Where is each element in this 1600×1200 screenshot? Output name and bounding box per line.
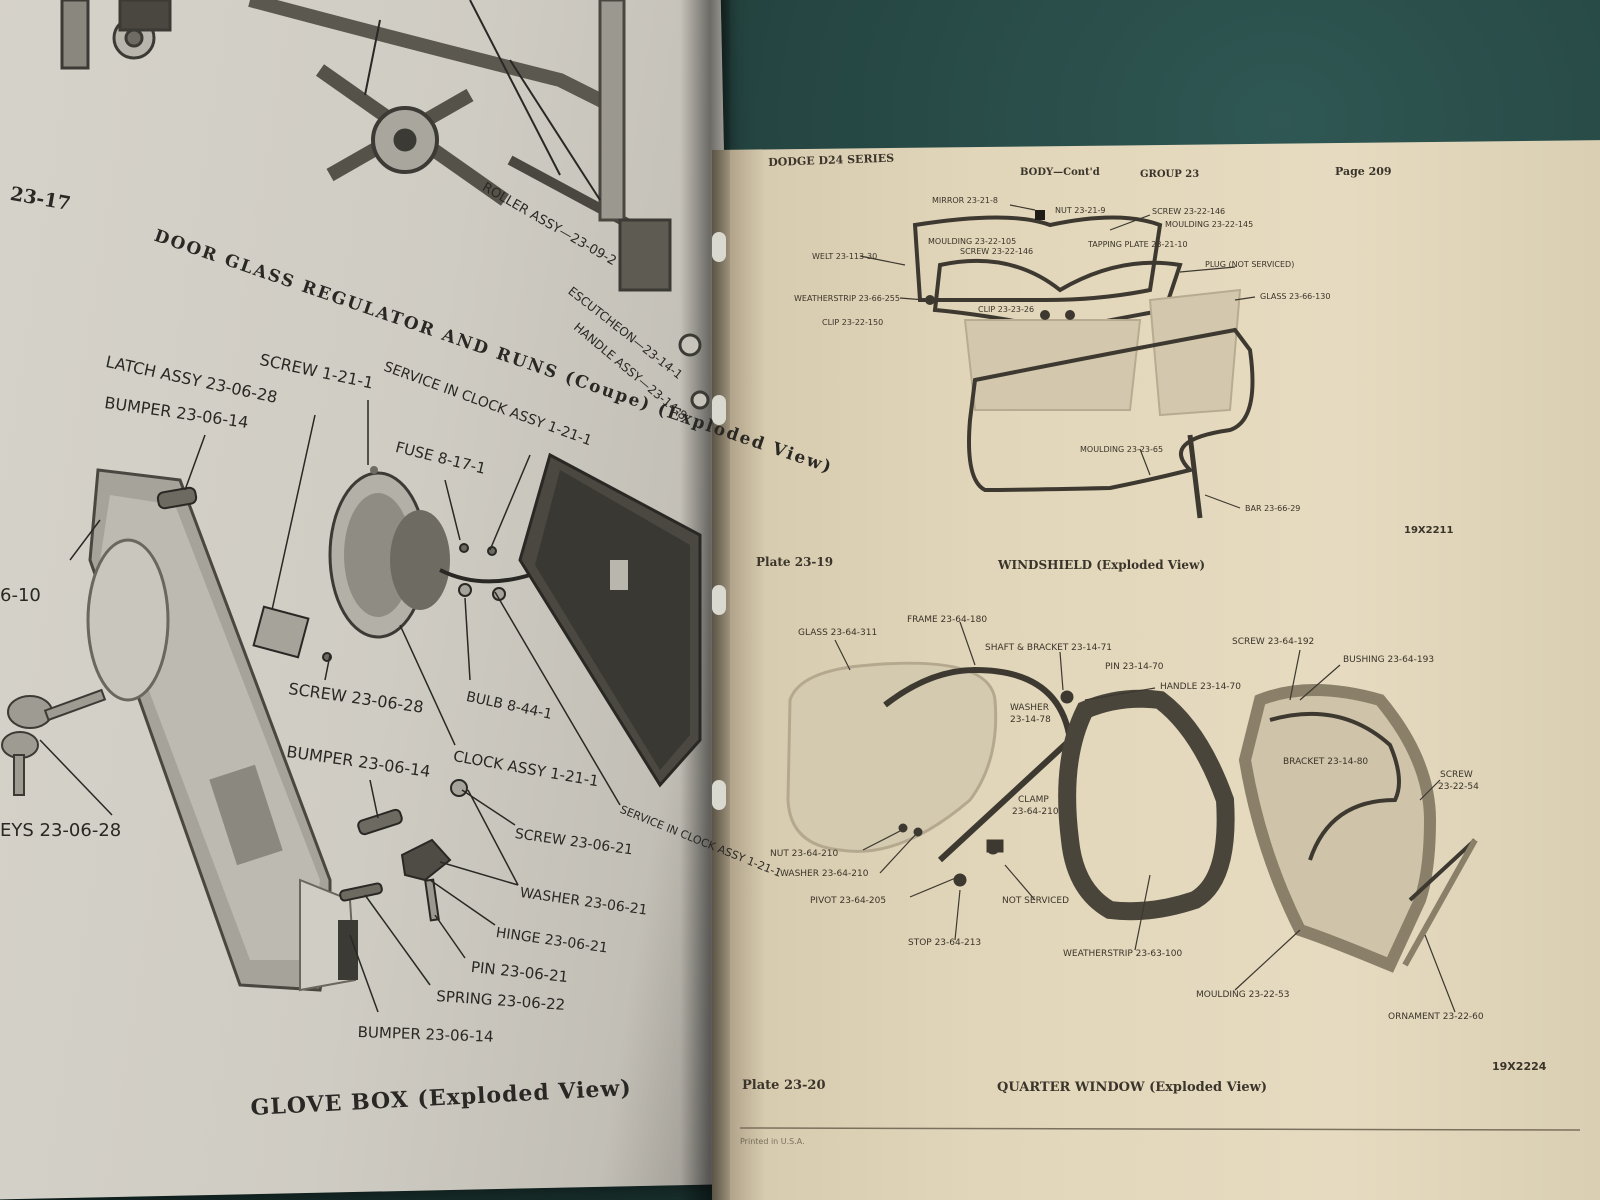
ws-mirror: MIRROR 23-21-8 bbox=[932, 196, 998, 205]
regulator-parts bbox=[60, 0, 710, 410]
ws-moulding-tr: MOULDING 23-22-145 bbox=[1165, 220, 1254, 229]
windshield-parts bbox=[912, 210, 1255, 519]
ws-welt: WELT 23-113-30 bbox=[812, 252, 878, 261]
binder-ring bbox=[712, 585, 726, 615]
ws-moulding-left: MOULDING 23-22-105 bbox=[928, 237, 1017, 246]
plate-1-label: Plate 23-19 bbox=[756, 555, 834, 569]
clock-assembly bbox=[328, 466, 531, 639]
ws-nut: NUT 23-21-9 bbox=[1055, 206, 1106, 215]
ws-clip-left: CLIP 23-22-150 bbox=[822, 318, 884, 327]
binder-ring bbox=[712, 395, 726, 425]
qw-clamp-a: CLAMP bbox=[1018, 795, 1049, 805]
small-parts bbox=[156, 486, 506, 922]
plate-2-label: Plate 23-20 bbox=[742, 1078, 826, 1093]
qw-glass: GLASS 23-64-311 bbox=[798, 628, 878, 638]
qw-frame: FRAME 23-64-180 bbox=[907, 615, 988, 625]
qw-washer-a: WASHER bbox=[1010, 703, 1049, 713]
qw-bracket: BRACKET 23-14-80 bbox=[1283, 757, 1369, 767]
header-section: BODY—Cont'd bbox=[1020, 167, 1100, 178]
qw-shaft: SHAFT & BRACKET 23-14-71 bbox=[985, 643, 1113, 653]
ws-glass: GLASS 23-66-130 bbox=[1260, 292, 1331, 301]
binder-ring bbox=[712, 232, 726, 262]
ws-moulding-bottom: MOULDING 23-23-65 bbox=[1080, 445, 1164, 454]
callout-keys: EYS 23-06-28 bbox=[0, 820, 122, 841]
binder-ring bbox=[712, 780, 726, 810]
qw-not-serviced: NOT SERVICED bbox=[1002, 896, 1070, 906]
qw-pin: PIN 23-14-70 bbox=[1105, 662, 1164, 672]
ws-clip-center: CLIP 23-23-26 bbox=[978, 305, 1035, 314]
plate-2-code: 19X2224 bbox=[1492, 1060, 1547, 1073]
ws-plug: PLUG (NOT SERVICED) bbox=[1205, 260, 1295, 269]
ws-screw: SCREW 23-22-146 bbox=[1152, 207, 1226, 216]
qw-screw-right-b: 23-22-54 bbox=[1438, 782, 1479, 792]
plate-1-title: WINDSHIELD (Exploded View) bbox=[998, 558, 1206, 572]
ws-weatherstrip: WEATHERSTRIP 23-66-255 bbox=[794, 294, 900, 303]
qw-nut: NUT 23-64-210 bbox=[770, 849, 839, 859]
qw-weatherstrip: WEATHERSTRIP 23-63-100 bbox=[1063, 949, 1183, 959]
plate-2-title: QUARTER WINDOW (Exploded View) bbox=[997, 1080, 1268, 1095]
ws-tapping-plate: TAPPING PLATE 23-21-10 bbox=[1088, 240, 1188, 249]
qw-handle: HANDLE 23-14-70 bbox=[1160, 682, 1241, 692]
qw-washer-b: 23-14-78 bbox=[1010, 715, 1051, 725]
glove-box-door bbox=[86, 468, 358, 992]
qw-washer-low: WASHER 23-64-210 bbox=[780, 869, 869, 879]
qw-pivot: PIVOT 23-64-205 bbox=[810, 896, 887, 906]
plate-1-code: 19X2211 bbox=[1404, 525, 1454, 536]
qw-clamp-b: 23-64-210 bbox=[1012, 807, 1059, 817]
glove-box-tray bbox=[518, 452, 702, 788]
qw-moulding: MOULDING 23-22-53 bbox=[1196, 990, 1290, 1000]
qw-screw-right-a: SCREW bbox=[1440, 770, 1473, 780]
qw-ornament: ORNAMENT 23-22-60 bbox=[1388, 1012, 1484, 1022]
qw-screw-top: SCREW 23-64-192 bbox=[1232, 637, 1315, 647]
right-leader-lines bbox=[834, 204, 1456, 1013]
qw-stop: STOP 23-64-213 bbox=[908, 938, 982, 948]
keys-illustration bbox=[1, 688, 107, 796]
ws-bar: BAR 23-66-29 bbox=[1245, 504, 1301, 513]
ws-screw-left: SCREW 23-22-146 bbox=[960, 247, 1034, 256]
qw-bushing: BUSHING 23-64-193 bbox=[1343, 655, 1435, 665]
quarter-window-parts bbox=[786, 661, 1478, 973]
header-group: GROUP 23 bbox=[1140, 169, 1200, 180]
leader-lines bbox=[39, 400, 621, 1013]
header-page: Page 209 bbox=[1335, 165, 1392, 178]
printed-footer: Printed in U.S.A. bbox=[740, 1137, 805, 1146]
callout-partial-10: 6-10 bbox=[0, 585, 41, 606]
